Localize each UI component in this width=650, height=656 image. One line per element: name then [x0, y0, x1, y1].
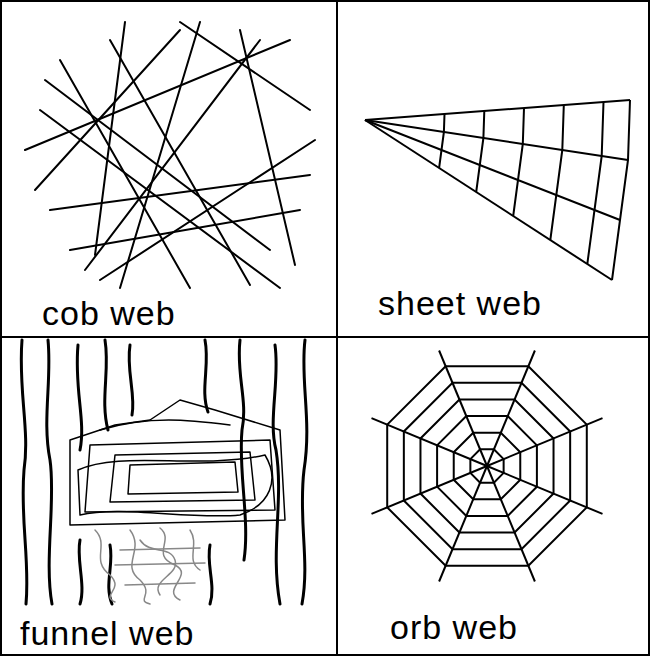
web-type-label: cob web	[42, 295, 176, 332]
web-panel: cob web	[0, 0, 338, 338]
web-type-label: funnel web	[20, 615, 194, 652]
web-type-label: orb web	[390, 609, 518, 646]
web-type-label: sheet web	[378, 285, 542, 322]
web-panel: orb web	[336, 336, 650, 656]
funnel-web-drawing	[21, 340, 307, 604]
web-panel: sheet web	[336, 0, 650, 338]
orb-web-drawing	[372, 351, 603, 582]
sheet-web-drawing	[365, 100, 630, 280]
web-panel: funnel web	[0, 336, 338, 656]
cob-web-drawing	[25, 22, 315, 288]
